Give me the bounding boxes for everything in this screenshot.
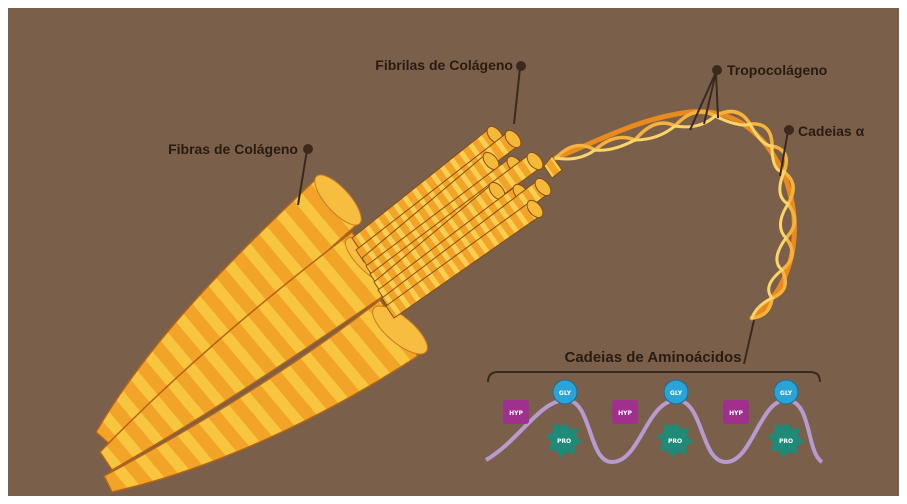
pro-label: PRO bbox=[557, 438, 571, 445]
pro-label: PRO bbox=[779, 438, 793, 445]
gly-label: GLY bbox=[559, 390, 572, 397]
label-tropocolageno: Tropocolágeno bbox=[727, 62, 827, 78]
dot-fibrilas bbox=[516, 61, 526, 71]
dot-tropocolageno bbox=[712, 65, 722, 75]
label-fibrilas-de-colageno: Fibrilas de Colágeno bbox=[375, 57, 513, 73]
dot-cadeias-alfa bbox=[784, 125, 794, 135]
hyp-label: HYP bbox=[509, 410, 523, 417]
pro-label: PRO bbox=[668, 438, 682, 445]
dot-fibras bbox=[303, 144, 313, 154]
hyp-label: HYP bbox=[618, 410, 632, 417]
hyp-label: HYP bbox=[729, 410, 743, 417]
label-cadeias-alfa: Cadeias α bbox=[798, 123, 865, 139]
label-cadeias-de-aminoacidos: Cadeias de Aminoácidos bbox=[565, 349, 742, 366]
label-fibras-de-colageno: Fibras de Colágeno bbox=[168, 141, 298, 157]
gly-label: GLY bbox=[670, 390, 683, 397]
gly-label: GLY bbox=[780, 390, 793, 397]
